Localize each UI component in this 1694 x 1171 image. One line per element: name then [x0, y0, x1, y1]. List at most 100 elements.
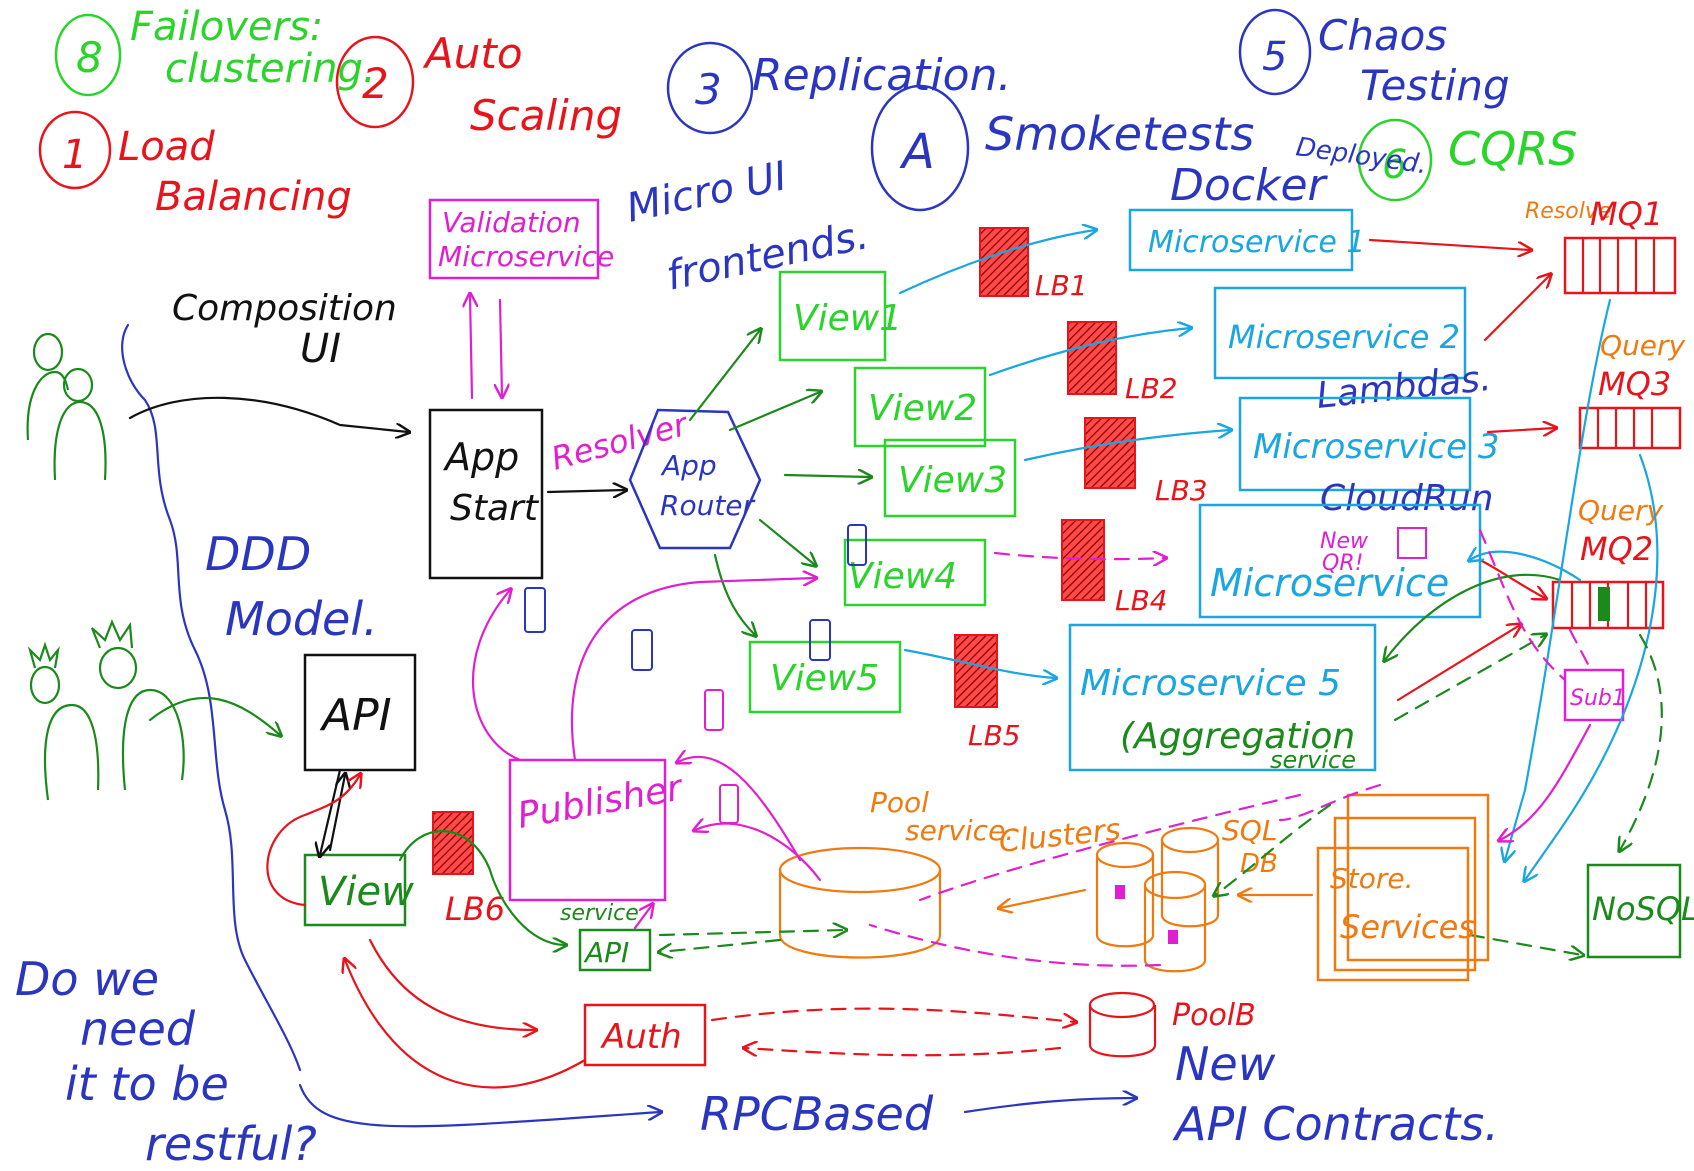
cqrs-label: CQRS [1448, 122, 1578, 176]
load-label-line2: Balancing [155, 174, 352, 220]
microservice2-box[interactable]: Microservice 2 [1213, 286, 1467, 380]
view-api-link [328, 775, 345, 852]
ms5-to-store-dash [1278, 783, 1382, 822]
cloudrun-label: CloudRun [1320, 478, 1493, 519]
view5-label: View5 [770, 658, 879, 699]
pooldb-label: PoolB [1172, 998, 1256, 1033]
mq2-queue[interactable]: MQ2 [1551, 530, 1665, 630]
nosql-box[interactable]: NoSQL [1586, 863, 1694, 959]
api-box[interactable]: API [303, 653, 417, 772]
store-to-pool-dash [918, 793, 1302, 902]
view5-to-ms5-arrow [903, 648, 1055, 678]
app-router-hexagon[interactable]: App Router [628, 408, 762, 550]
restful-question-line4: restful? [145, 1117, 317, 1171]
auth-box[interactable]: Auth [583, 1003, 707, 1067]
mq3-queue[interactable]: MQ3 [1578, 365, 1682, 450]
device-icon-view5 [809, 619, 831, 661]
validation-to-app-start-arrow [500, 298, 502, 396]
store-label-line1: Store. [1330, 862, 1414, 895]
concept-cqrs: 6 CQRS [1357, 118, 1578, 202]
auth-to-view-arrow [345, 960, 587, 1089]
mq1-queue[interactable]: MQ1 [1563, 195, 1677, 295]
microservice3-box[interactable]: Microservice 3 [1238, 396, 1499, 492]
lb4-label: LB4 [1115, 584, 1168, 617]
failovers-label-line2: clustering. [165, 46, 376, 92]
auto-label-line1: Auto [422, 29, 523, 78]
auto-label-line2: Scaling [470, 91, 622, 140]
service-api-to-publisher-arrow [633, 905, 652, 930]
concept-number: A [899, 124, 935, 180]
mq2-label: MQ2 [1580, 530, 1653, 568]
sql-db-cluster[interactable] [1095, 826, 1220, 973]
view2-to-ms2-arrow [988, 328, 1190, 377]
micro-ui-label-line2: frontends. [663, 212, 873, 300]
microservice4-label: Microservice [1210, 561, 1449, 605]
pool-service-cylinder[interactable] [778, 846, 942, 959]
view3-to-ms3-arrow [1023, 430, 1230, 462]
router-to-view1-arrow [688, 330, 760, 422]
pool-service-label-line2: service. [905, 814, 1014, 847]
router-to-view2-arrow [728, 392, 820, 432]
concept-number: 5 [1262, 34, 1287, 80]
pool-service-label-line1: Pool [870, 786, 929, 819]
new-api-label-line1: New [1175, 1037, 1276, 1091]
ms1-to-mq1-arrow [1368, 238, 1530, 250]
concept-replication: 3 Replication. [666, 41, 1011, 135]
rpc-to-new-api-arrow [963, 1098, 1135, 1114]
concept-load-balancing: 1 Load Balancing [38, 110, 352, 220]
pooldb-cylinder[interactable] [1088, 991, 1157, 1058]
validation-label-line2: Microservice [438, 240, 614, 273]
auth-label: Auth [600, 1017, 682, 1057]
service-to-publisher-arrow [695, 824, 822, 882]
mq1-to-store-arrow [1505, 298, 1612, 860]
concept-chaos-testing: 5 Chaos Testing [1238, 8, 1510, 110]
view3-box[interactable]: View3 [883, 438, 1017, 518]
view-to-auth-arrow [368, 938, 535, 1030]
chaos-label-line2: Testing [1360, 61, 1510, 110]
router-to-view3-arrow [783, 475, 870, 477]
publisher-box[interactable]: Publisher [508, 758, 687, 902]
validation-microservice-box[interactable]: Validation Microservice [428, 198, 614, 280]
app-router-label-line1: App [660, 449, 717, 482]
view2-box[interactable]: View2 [853, 366, 987, 448]
service-api-box[interactable]: API [578, 928, 652, 972]
app-start-to-router-arrow [546, 490, 625, 492]
microservice1-box[interactable]: Microservice 1 [1128, 208, 1366, 272]
app-start-label-line2: Start [450, 488, 540, 529]
view1-label: View1 [793, 298, 902, 339]
view-to-service-api-arrow [398, 830, 565, 945]
microservice5-label: Microservice 5 [1080, 663, 1341, 704]
view1-box[interactable]: View1 [778, 270, 902, 362]
lb1-block [979, 227, 1029, 297]
mq3-label: MQ3 [1598, 365, 1671, 403]
device-icon [524, 587, 546, 633]
view-box[interactable]: View [303, 853, 414, 927]
aggregation-label-line2: service [1270, 746, 1356, 774]
mq2-to-sub-dash [1568, 628, 1592, 670]
app-start-box[interactable]: App Start [428, 408, 544, 580]
microservice4-box[interactable]: Microservice New QR! [1198, 503, 1482, 619]
chaos-label-line1: Chaos [1318, 11, 1447, 60]
view-label: View [318, 869, 414, 915]
sub1-box[interactable]: Sub1 [1563, 668, 1626, 722]
concept-auto-scaling: 2 Auto Scaling [335, 29, 622, 140]
replication-label: Replication. [752, 50, 1011, 101]
sql-label-line1: SQL [1222, 814, 1277, 847]
store-services-stack[interactable]: Store. Services [1316, 793, 1490, 982]
microservice2-label: Microservice 2 [1228, 318, 1460, 356]
sub-to-store-arrow [1500, 723, 1592, 840]
docker-label: Docker [1170, 160, 1329, 211]
micro-ui-label-line1: Micro UI [623, 153, 791, 232]
users-to-api-arrow [148, 696, 280, 735]
concept-smoketests: A Smoketests [870, 84, 1254, 212]
view1-to-ms1-arrow [898, 230, 1095, 295]
doc-icon-2 [704, 689, 724, 731]
app-start-to-validation-arrow [470, 295, 472, 400]
microservice5-box[interactable]: Microservice 5 (Aggregation service [1068, 623, 1377, 774]
view3-label: View3 [898, 460, 1007, 501]
router-to-view4-arrow [758, 518, 815, 565]
publisher-to-view4-arrow [570, 578, 815, 762]
view4-label: View4 [848, 556, 957, 597]
view5-box[interactable]: View5 [748, 640, 902, 714]
